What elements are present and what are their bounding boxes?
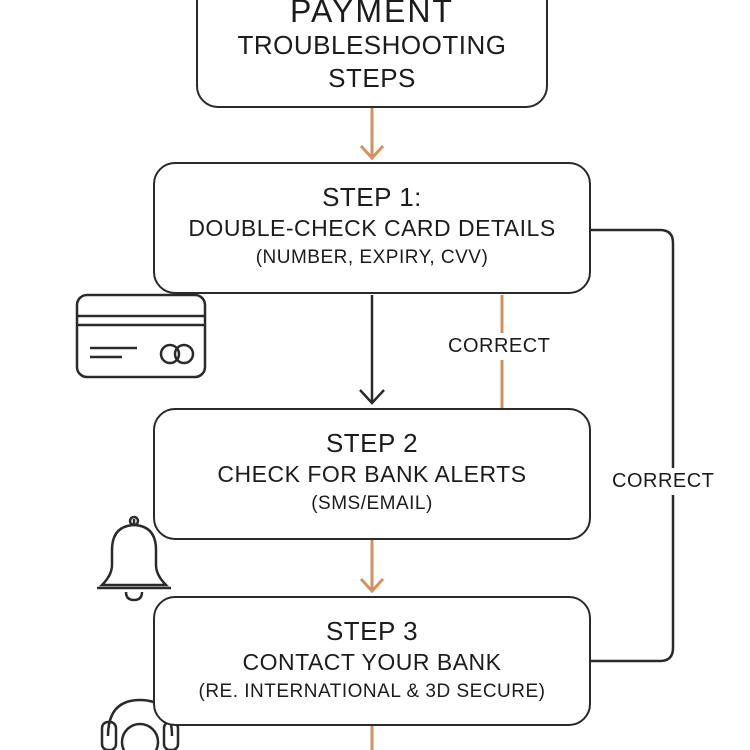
bell-icon	[97, 515, 171, 602]
step-1-heading: STEP 1:	[322, 182, 422, 212]
title-line-1: PAYMENT	[290, 0, 454, 29]
step-2-title: CHECK FOR BANK ALERTS	[217, 461, 527, 487]
title-box: PAYMENT TROUBLESHOOTING STEPS	[196, 0, 548, 108]
step-2-detail: (SMS/EMAIL)	[311, 493, 433, 514]
step-2-heading: STEP 2	[325, 428, 419, 458]
step-1-detail: (NUMBER, EXPIRY, CVV)	[255, 247, 489, 268]
arrow-step1-to-step2	[359, 295, 385, 405]
step-3-box: STEP 3 CONTACT YOUR BANK (RE. INTERNATIO…	[153, 596, 591, 726]
step-1-box: STEP 1: DOUBLE-CHECK CARD DETAILS (NUMBE…	[153, 162, 591, 294]
arrow-step2-to-step3	[359, 540, 385, 594]
edge-label-correct-1: CORRECT	[444, 333, 555, 360]
title-line-2: TROUBLESHOOTING	[237, 30, 507, 60]
step-3-heading: STEP 3	[325, 616, 419, 646]
arrow-title-to-step1	[359, 108, 385, 161]
step-3-detail: (RE. INTERNATIONAL & 3D SECURE)	[198, 681, 546, 702]
step-3-title: CONTACT YOUR BANK	[242, 649, 502, 675]
edge-correct-step1-step3	[591, 228, 675, 663]
credit-card-icon	[75, 293, 207, 379]
edge-label-correct-2: CORRECT	[608, 468, 719, 495]
title-line-3: STEPS	[328, 63, 416, 93]
step-2-box: STEP 2 CHECK FOR BANK ALERTS (SMS/EMAIL)	[153, 408, 591, 540]
step-1-title: DOUBLE-CHECK CARD DETAILS	[188, 215, 556, 241]
